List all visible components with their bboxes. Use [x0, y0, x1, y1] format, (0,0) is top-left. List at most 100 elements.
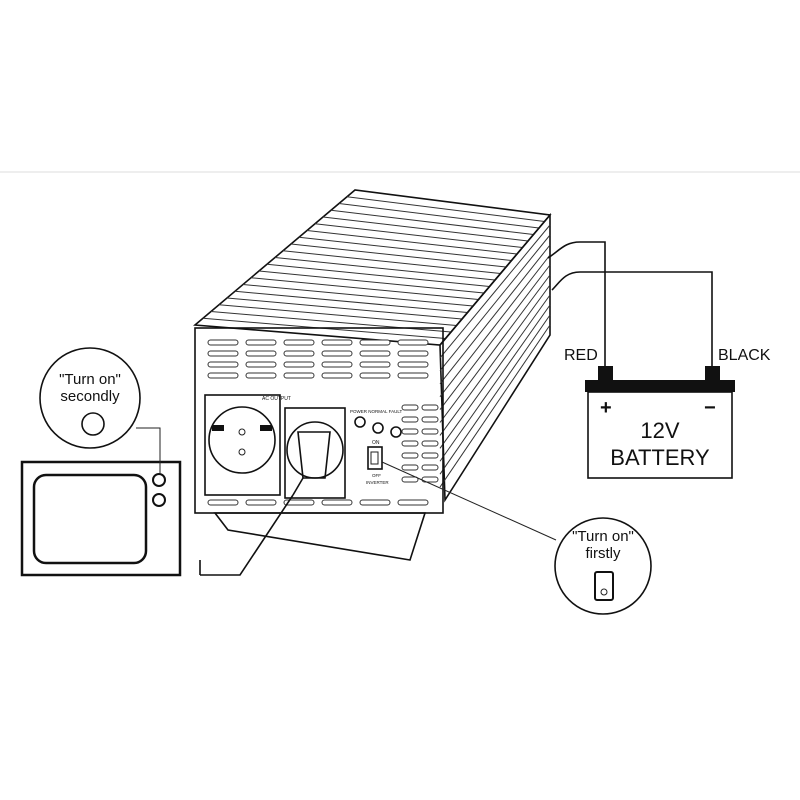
- vent-slot: [401, 476, 419, 483]
- heatsink-fin: [330, 209, 534, 235]
- vent-slot: [283, 499, 315, 506]
- battery-lid: [585, 380, 735, 392]
- knob-icon: [81, 412, 105, 436]
- television: [20, 460, 182, 577]
- side-fin: [439, 274, 551, 423]
- vent-slot: [359, 372, 391, 379]
- heatsink-fin: [266, 263, 490, 287]
- heatsink-fin: [314, 223, 523, 248]
- power-switch[interactable]: [367, 446, 383, 470]
- plug-outlet-panel: [284, 407, 346, 499]
- side-fin: [439, 244, 551, 385]
- switch-dot: [600, 588, 608, 596]
- vent-slot: [401, 428, 419, 435]
- switch-callout: "Turn on" firstly: [554, 517, 652, 615]
- side-fin: [439, 264, 551, 410]
- plug-socket: [286, 421, 344, 479]
- battery-label: BATTERY: [610, 445, 710, 470]
- tv-power-cable: [200, 494, 294, 576]
- switch-callout-line1: "Turn on": [572, 528, 634, 545]
- vent-slot: [207, 499, 239, 506]
- heatsink-fin: [250, 277, 479, 300]
- vent-slot: [207, 350, 239, 357]
- socket-clip-right: [260, 425, 272, 431]
- tv-callout-circle: [39, 347, 141, 449]
- vent-slot: [397, 339, 429, 346]
- negative-terminal: [705, 366, 720, 380]
- heatsink-fin: [290, 243, 507, 268]
- vent-slot: [359, 339, 391, 346]
- vent-slot: [359, 350, 391, 357]
- tv-callout-leader: [136, 427, 161, 474]
- vent-slot: [401, 416, 419, 423]
- switch-callout-leader: [381, 461, 557, 541]
- vent-slot: [401, 464, 419, 471]
- vent-slot: [321, 361, 353, 368]
- vent-slot: [421, 404, 439, 411]
- fault-led: [390, 426, 402, 438]
- indicator-label: POWER NORMAL FAULT: [350, 409, 403, 414]
- normal-led: [372, 422, 384, 434]
- vent-slot: [245, 361, 277, 368]
- side-fin: [439, 314, 551, 475]
- inverter: AC OUTPUT POWER NORMAL FAULT ON OFF INVE…: [193, 189, 552, 561]
- side-fin: [439, 324, 551, 488]
- vent-slot: [321, 499, 353, 506]
- side-fin: [439, 224, 551, 359]
- heatsink-fin: [346, 196, 545, 222]
- vent-slot: [283, 372, 315, 379]
- vent-slot: [397, 372, 429, 379]
- battery: + − 12V BATTERY: [585, 366, 735, 479]
- vent-slot: [397, 350, 429, 357]
- ac-outlet-panel: [204, 394, 281, 496]
- side-fin: [439, 304, 551, 462]
- vent-slot: [421, 440, 439, 447]
- vent-slot: [401, 452, 419, 459]
- side-fin: [439, 294, 551, 449]
- black-cable: [551, 271, 713, 368]
- heatsink-fin: [306, 230, 518, 255]
- positive-terminal: [598, 366, 613, 380]
- switch-rocker[interactable]: [370, 451, 379, 465]
- switch-callout-circle: [554, 517, 652, 615]
- vent-slot: [283, 350, 315, 357]
- vent-slot: [245, 350, 277, 357]
- vent-slot: [401, 440, 419, 447]
- vent-slot: [207, 339, 239, 346]
- tv-callout-line1: "Turn on": [59, 371, 121, 388]
- vent-slot: [283, 339, 315, 346]
- battery-body: [587, 391, 733, 479]
- heatsink-fin: [322, 216, 529, 242]
- vent-slot: [321, 372, 353, 379]
- vent-slot: [245, 372, 277, 379]
- heatsink-fin: [242, 284, 474, 307]
- vent-slot: [397, 499, 429, 506]
- vent-slot: [421, 416, 439, 423]
- tv-knob: [152, 493, 166, 507]
- switch-off-label: OFF: [372, 473, 381, 478]
- vent-slot: [283, 361, 315, 368]
- heatsink-fin: [298, 236, 512, 261]
- schuko-socket: [208, 406, 276, 474]
- battery-voltage: 12V: [640, 418, 679, 443]
- vent-slot: [245, 499, 277, 506]
- red-cable: [547, 241, 606, 368]
- inverter-base: [213, 512, 427, 561]
- ac-output-label: AC OUTPUT: [262, 396, 291, 402]
- tv-power-knob[interactable]: [152, 473, 166, 487]
- power-plug: [297, 431, 331, 479]
- plug-cable: [292, 477, 304, 496]
- tv-callout-line2: secondly: [60, 388, 120, 405]
- tv-callout: "Turn on" secondly: [39, 347, 141, 449]
- vent-slot: [397, 361, 429, 368]
- tv-screen: [32, 473, 148, 565]
- switch-on-label: ON: [372, 440, 380, 446]
- vent-slot: [421, 464, 439, 471]
- side-fin: [439, 254, 551, 397]
- socket-pin: [238, 448, 246, 456]
- socket-pin: [238, 428, 246, 436]
- rocker-switch-icon: [594, 571, 614, 601]
- black-label: BLACK: [718, 347, 771, 364]
- battery-minus: −: [704, 397, 716, 419]
